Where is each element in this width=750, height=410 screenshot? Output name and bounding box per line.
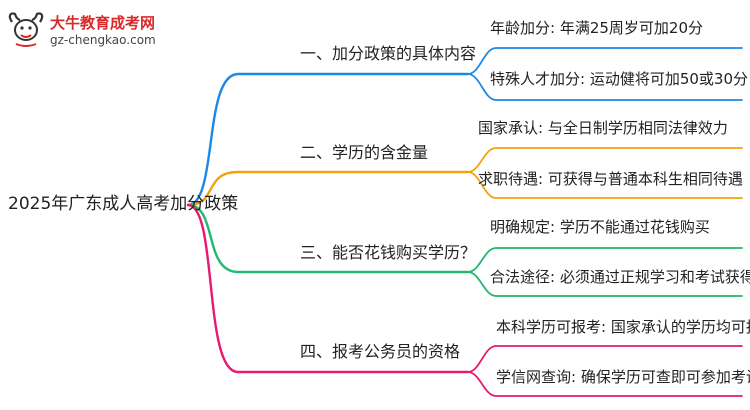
root-topic: 2025年广东成人高考加分政策 (8, 194, 239, 214)
leaf-topic-1-2: 特殊人才加分: 运动健将可加50或30分 (490, 70, 748, 88)
leaf-topic-3-2: 合法途径: 必须通过正规学习和考试获得 (490, 268, 750, 286)
branch-topic-3: 三、能否花钱购买学历？ (300, 243, 477, 262)
leaf-connector-4-2 (467, 371, 743, 397)
leaf-topic-2-2: 求职待遇: 可获得与普通本科生相同待遇 (478, 170, 743, 188)
leaf-topic-3-1: 明确规定: 学历不能通过花钱购买 (490, 218, 710, 236)
leaf-connector-4-1 (467, 345, 743, 373)
leaf-connector-3-2 (467, 271, 743, 297)
branch-topic-4: 四、报考公务员的资格 (300, 342, 461, 361)
leaf-connector-1-2 (467, 73, 743, 101)
leaf-connector-1-1 (467, 47, 743, 75)
leaf-topic-4-1: 本科学历可报考: 国家承认的学历均可报考 (496, 318, 750, 336)
leaf-connector-2-1 (467, 147, 743, 173)
leaf-connector-3-1 (467, 247, 743, 273)
logo-site-name: 大牛教育成考网 (50, 14, 156, 32)
branch-connector-2 (186, 170, 470, 207)
leaf-topic-1-1: 年龄加分: 年满25周岁可加20分 (490, 19, 703, 37)
branch-topic-1: 一、加分政策的具体内容 (300, 44, 477, 63)
bull-logo-icon (8, 12, 44, 47)
site-logo: 大牛教育成考网 gz-chengkao.com (6, 6, 176, 52)
branch-topic-2: 二、学历的含金量 (300, 143, 429, 162)
leaf-topic-4-2: 学信网查询: 确保学历可查即可参加考试 (496, 368, 750, 386)
leaf-topic-2-1: 国家承认: 与全日制学历相同法律效力 (478, 119, 728, 137)
leaf-connector-2-2 (467, 171, 743, 199)
branch-connector-1 (186, 72, 470, 207)
logo-site-url: gz-chengkao.com (50, 33, 156, 47)
branch-connector-3 (186, 203, 470, 274)
branch-connector-4 (186, 203, 470, 374)
